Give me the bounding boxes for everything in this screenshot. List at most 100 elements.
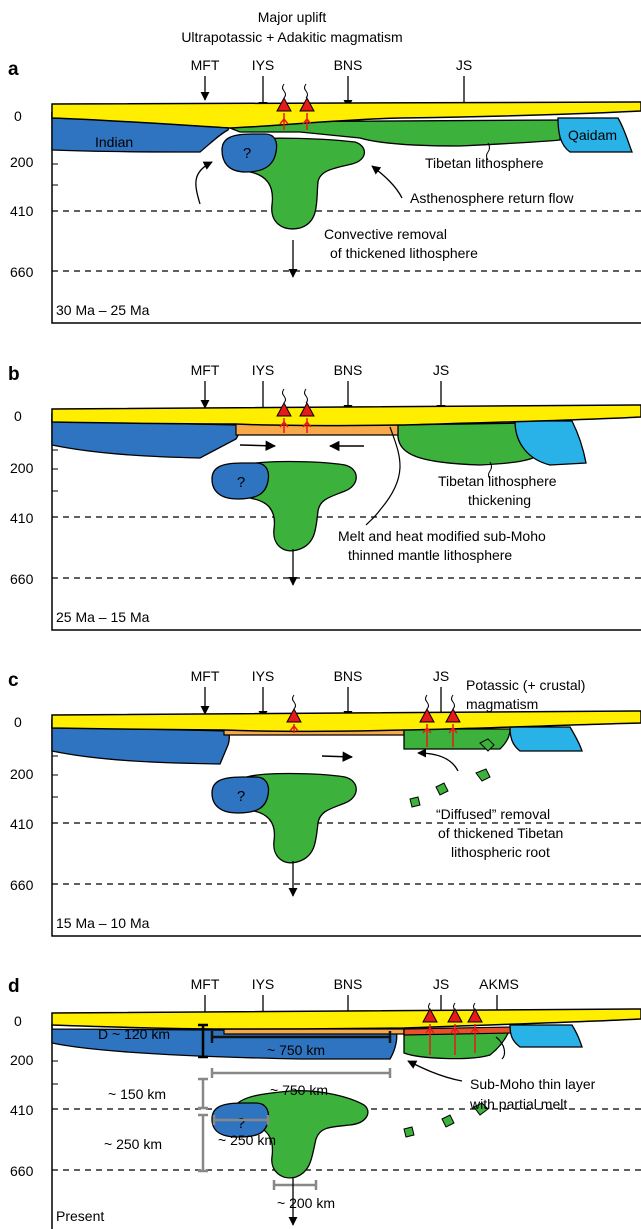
depth-tick-410: 410 bbox=[10, 816, 34, 832]
removal-label-1: Convective removal bbox=[324, 226, 447, 242]
length-750-label-a: ~ 750 km bbox=[267, 1042, 325, 1058]
marker-label: IYS bbox=[252, 976, 275, 992]
marker-bns: BNS bbox=[334, 668, 363, 720]
length-750-label-b: ~ 750 km bbox=[270, 1082, 328, 1098]
thickening-label-2: thickening bbox=[468, 492, 531, 508]
smoke-icon bbox=[304, 83, 308, 99]
marker-bns: BNS bbox=[334, 57, 362, 109]
crust-layer bbox=[51, 404, 641, 427]
panel-frame bbox=[51, 719, 641, 937]
depth-tick-660: 660 bbox=[10, 1163, 34, 1179]
length-bar bbox=[210, 1068, 392, 1078]
length-bar bbox=[210, 1031, 392, 1043]
qaidam-label: Qaidam bbox=[568, 127, 617, 143]
marker-bns: BNS bbox=[334, 362, 363, 414]
marker-label: BNS bbox=[334, 362, 363, 378]
volcano-icon bbox=[299, 401, 315, 417]
lithosphere-fragment bbox=[403, 1126, 415, 1138]
volcano-icon bbox=[447, 1007, 463, 1023]
melt-path bbox=[279, 113, 289, 130]
qaidam-block bbox=[514, 420, 587, 466]
marker-label: IYS bbox=[252, 668, 275, 684]
melt-path bbox=[302, 113, 312, 130]
depth-tick-200: 200 bbox=[10, 460, 34, 476]
volcano-icon bbox=[276, 96, 292, 112]
marker-label: MFT bbox=[191, 362, 220, 378]
volcano-icon bbox=[276, 401, 292, 417]
panel-a: a MFT IYS BNS JS 0 200 410 660 bbox=[8, 57, 641, 324]
smoke-icon bbox=[451, 694, 455, 710]
volcano-icon bbox=[467, 1007, 483, 1023]
question-blob bbox=[221, 133, 278, 173]
potassic-label-1: Potassic (+ crustal) bbox=[466, 677, 585, 693]
marker-iys: IYS bbox=[252, 57, 275, 111]
melt-path bbox=[425, 1024, 435, 1055]
diffused-label-3: lithospheric root bbox=[451, 844, 550, 860]
marker-label: JS bbox=[433, 976, 449, 992]
qaidam-block bbox=[509, 726, 583, 752]
length-250-v-label: ~ 250 km bbox=[104, 1136, 162, 1152]
smoke-icon bbox=[282, 388, 286, 404]
header-line-1: Major uplift bbox=[258, 9, 327, 25]
removal-label-2: of thickened lithosphere bbox=[330, 245, 478, 261]
panel-letter: d bbox=[8, 976, 20, 997]
melt-label-1: Melt and heat modified sub-Moho bbox=[338, 528, 546, 544]
volcano-icon bbox=[445, 707, 461, 723]
potassic-label-2: magmatism bbox=[466, 696, 538, 712]
marker-mft: MFT bbox=[191, 57, 220, 101]
length-150-label: ~ 150 km bbox=[108, 1086, 166, 1102]
depth-tick-200: 200 bbox=[10, 1052, 34, 1068]
depth-tick-0: 0 bbox=[14, 1013, 22, 1029]
indian-label: Indian bbox=[95, 134, 133, 150]
modified-layer bbox=[223, 1028, 405, 1035]
melt-label-2: thinned mantle lithosphere bbox=[348, 547, 512, 563]
volcano-icon bbox=[299, 96, 315, 112]
depth-tick-200: 200 bbox=[10, 154, 34, 170]
marker-label: BNS bbox=[334, 668, 363, 684]
panel-letter: c bbox=[8, 670, 19, 691]
panel-frame bbox=[51, 413, 641, 631]
lithosphere-fragment bbox=[479, 738, 495, 752]
submoho-label-2: with partial melt bbox=[469, 1096, 567, 1112]
marker-label: MFT bbox=[191, 976, 220, 992]
marker-label: IYS bbox=[252, 362, 275, 378]
question-blob bbox=[211, 462, 270, 500]
melt-path bbox=[289, 724, 299, 733]
marker-js: JS bbox=[433, 362, 449, 414]
question-mark: ? bbox=[243, 145, 251, 162]
marker-label: MFT bbox=[191, 57, 220, 73]
melt-path bbox=[470, 1024, 480, 1053]
crust-layer bbox=[51, 710, 641, 733]
time-label: 30 Ma – 25 Ma bbox=[56, 302, 150, 318]
length-bar bbox=[212, 1115, 270, 1125]
length-200-label: ~ 200 km bbox=[277, 1195, 335, 1211]
return-flow-arrow bbox=[371, 165, 403, 199]
marker-label: BNS bbox=[334, 976, 363, 992]
marker-mft: MFT bbox=[191, 668, 220, 715]
smoke-icon bbox=[425, 694, 429, 710]
lithosphere-fragment bbox=[473, 1102, 489, 1116]
indian-plate bbox=[51, 725, 230, 765]
qaidam-block bbox=[509, 1024, 583, 1048]
question-blob bbox=[211, 776, 270, 814]
question-mark: ? bbox=[237, 474, 245, 491]
indian-plate bbox=[51, 419, 240, 459]
marker-label: JS bbox=[456, 57, 472, 73]
depth-tick-410: 410 bbox=[10, 510, 34, 526]
return-flow-label: Asthenosphere return flow bbox=[410, 190, 574, 206]
thickness-bar bbox=[198, 1023, 208, 1059]
panel-d: d MFT IYS BNS JS AKMS 0 200 410 bbox=[8, 976, 641, 1229]
depth-tick-410: 410 bbox=[10, 203, 34, 219]
smoke-icon bbox=[292, 694, 296, 710]
depth-tick-660: 660 bbox=[10, 877, 34, 893]
qaidam-block bbox=[557, 117, 633, 153]
panel-b: b MFT IYS BNS JS 0 200 410 660 bbox=[8, 362, 641, 631]
depth-tick-0: 0 bbox=[14, 714, 22, 730]
flow-arrow bbox=[239, 440, 277, 451]
marker-label: IYS bbox=[252, 57, 275, 73]
time-label: 25 Ma – 15 Ma bbox=[56, 609, 150, 625]
melt-path bbox=[450, 1024, 460, 1055]
depth-tick-0: 0 bbox=[14, 108, 22, 124]
panel-frame bbox=[51, 112, 641, 324]
